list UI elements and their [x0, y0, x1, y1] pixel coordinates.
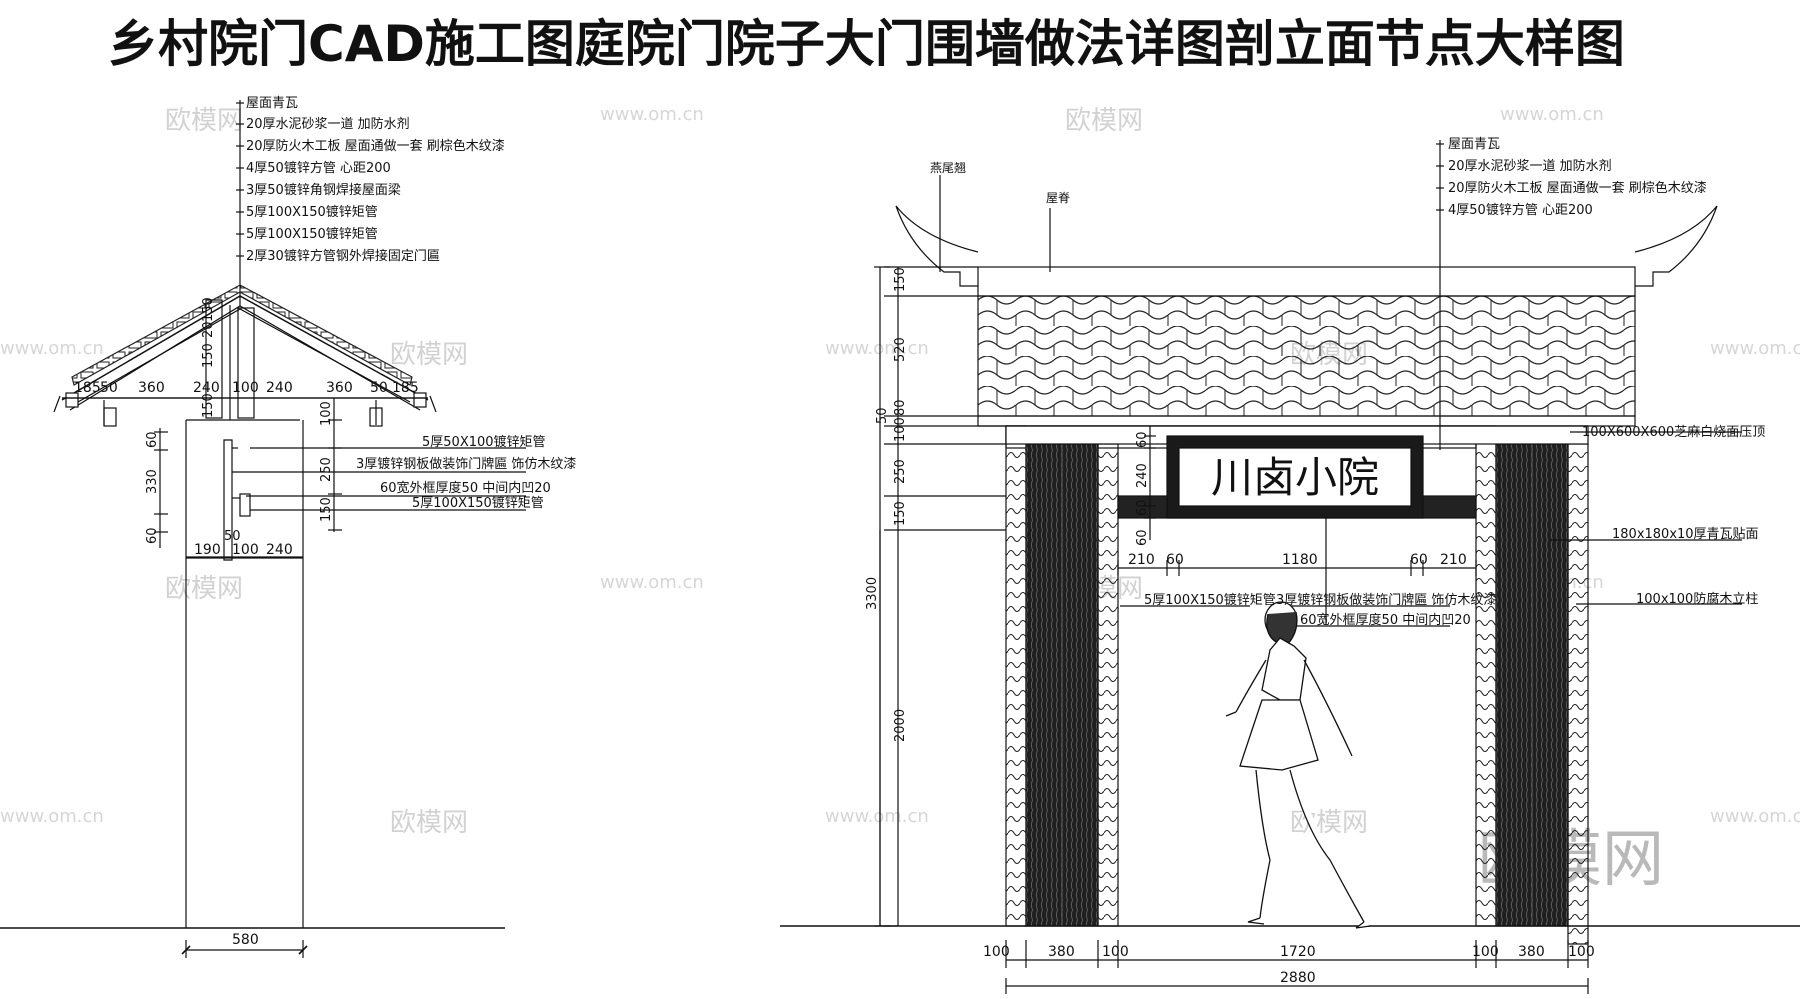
elevation-dim: 100	[1568, 944, 1595, 960]
section-dim: 150	[319, 497, 334, 522]
page-title: 乡村院门CAD施工图庭院门院子大门围墙做法详图剖立面节点大样图	[108, 15, 1625, 73]
elevation-dim: 250	[893, 459, 908, 484]
section-callout: 5厚100X150镀锌矩管	[246, 204, 378, 220]
section-dim: 185	[74, 380, 101, 396]
section-dim: 100	[232, 380, 259, 396]
section-dim: 240	[266, 542, 293, 558]
watermark-url: www.om.cn	[1500, 104, 1604, 125]
section-callout: 5厚50X100镀锌矩管	[422, 434, 546, 450]
elevation-callout: 屋面青瓦	[1448, 137, 1500, 152]
section-callout: 5厚100X150镀锌矩管	[412, 495, 544, 511]
elevation-dim: 50	[875, 407, 890, 424]
elevation-callout: 60宽外框厚度50 中间内凹20	[1300, 612, 1471, 628]
section-dim: 50	[100, 380, 118, 396]
section-dim: 60	[145, 431, 160, 448]
elevation-dim: 100	[1102, 944, 1129, 960]
elevation-dim: 150	[893, 501, 908, 526]
elevation-callout: 100X600X600芝麻白烧面压顶	[1582, 424, 1765, 440]
section-dim: 360	[138, 380, 165, 396]
section-dim: 240	[193, 380, 220, 396]
elevation-label: 屋脊	[1046, 191, 1070, 205]
watermark-url: www.om.cn	[0, 806, 104, 827]
section-callout: 20厚防火木工板 屋面通做一套 刷棕色木纹漆	[246, 138, 505, 154]
elevation-dim: 1720	[1280, 944, 1316, 960]
section-dim: 330	[145, 469, 160, 494]
watermark-brand: 欧模网	[390, 808, 469, 838]
section-dim: 240	[266, 380, 293, 396]
elevation-callout: 20厚水泥砂浆一道 加防水剂	[1448, 158, 1612, 174]
elevation-dim: 210	[1440, 552, 1467, 568]
section-callout: 20厚水泥砂浆一道 加防水剂	[246, 116, 410, 132]
elevation-dim: 60	[1166, 552, 1184, 568]
section-dim: 150	[201, 343, 216, 368]
elevation-dim: 1180	[1282, 552, 1318, 568]
section-roof	[53, 284, 437, 427]
section-dim: 150	[201, 297, 216, 322]
section-callout: 60宽外框厚度50 中间内凹20	[380, 480, 551, 496]
section-dim: 185	[392, 380, 419, 396]
elevation-dim: 2880	[1280, 970, 1316, 986]
section-dim: 250	[319, 457, 334, 482]
elevation-dim: 2000	[893, 709, 908, 742]
watermark-url: www.om.cn	[0, 338, 104, 359]
human-scale-figure	[1225, 601, 1371, 929]
elevation-dim: 80	[893, 399, 908, 416]
watermark-url: www.om.cn	[1710, 806, 1800, 827]
section-dim: 60	[145, 527, 160, 544]
watermark-brand: 欧模网	[1065, 106, 1144, 136]
section-callout: 4厚50镀锌方管 心距200	[246, 160, 391, 176]
watermark-url: www.om.cn	[825, 338, 929, 359]
section-dim: 190	[194, 542, 221, 558]
elevation-dim: 60	[1135, 499, 1150, 516]
section-callout: 3厚50镀锌角钢焊接屋面梁	[246, 182, 401, 198]
elevation-dim: 100	[893, 417, 908, 442]
section-dim: 50	[224, 529, 241, 544]
section-dim: 150	[201, 393, 216, 418]
elevation-label: 燕尾翘	[930, 161, 966, 175]
watermark-url: www.om.cn	[825, 806, 929, 827]
watermark-brand: 欧模网	[165, 106, 244, 136]
watermark-url: www.om.cn	[1710, 338, 1800, 359]
section-dim: 580	[232, 932, 259, 948]
elevation-dim: 380	[1048, 944, 1075, 960]
elevation-dim: 3300	[865, 577, 880, 610]
elevation-dim: 60	[1135, 529, 1150, 546]
elevation-dim: 60	[1135, 431, 1150, 448]
section-callout: 2厚30镀锌方管钢外焊接固定门匾	[246, 248, 440, 264]
elevation-callout: 20厚防火木工板 屋面通做一套 刷棕色木纹漆	[1448, 180, 1707, 196]
elevation-dim: 150	[893, 267, 908, 292]
section-dim: 100	[319, 401, 334, 426]
elevation-dim: 520	[893, 337, 908, 362]
elevation-dim: 100	[983, 944, 1010, 960]
section-callout: 3厚镀锌钢板做装饰门牌匾 饰仿木纹漆	[356, 456, 576, 472]
watermark-brand: 欧模网	[1290, 808, 1369, 838]
watermark-url: www.om.cn	[600, 104, 704, 125]
elevation-drawing	[780, 140, 1800, 994]
section-callout: 屋面青瓦	[246, 96, 298, 111]
section-dim: 50	[370, 380, 388, 396]
elevation-callout: 180x180x10厚青瓦贴面	[1612, 527, 1759, 542]
gate-sign-text: 川卤小院	[1211, 453, 1379, 502]
section-dim: 20	[201, 321, 216, 338]
section-drawing	[0, 100, 526, 958]
watermark-url: www.om.cn	[600, 572, 704, 593]
watermark-brand: 欧模网	[165, 574, 244, 604]
elevation-callout: 4厚50镀锌方管 心距200	[1448, 202, 1593, 218]
section-callout: 5厚100X150镀锌矩管	[246, 226, 378, 242]
elevation-callout: 5厚100X150镀锌矩管	[1144, 592, 1276, 608]
elevation-dim: 380	[1518, 944, 1545, 960]
elevation-dim: 240	[1135, 463, 1150, 488]
elevation-dim: 100	[1472, 944, 1499, 960]
elevation-callout: 100x100防腐木立柱	[1636, 591, 1758, 607]
elevation-callout: 3厚镀锌钢板做装饰门牌匾 饰仿木纹漆	[1276, 592, 1496, 608]
section-dim: 100	[232, 542, 259, 558]
watermark-brand: 欧模网	[390, 340, 469, 370]
section-dim: 360	[326, 380, 353, 396]
elevation-dim: 60	[1410, 552, 1428, 568]
elevation-dim: 210	[1128, 552, 1155, 568]
